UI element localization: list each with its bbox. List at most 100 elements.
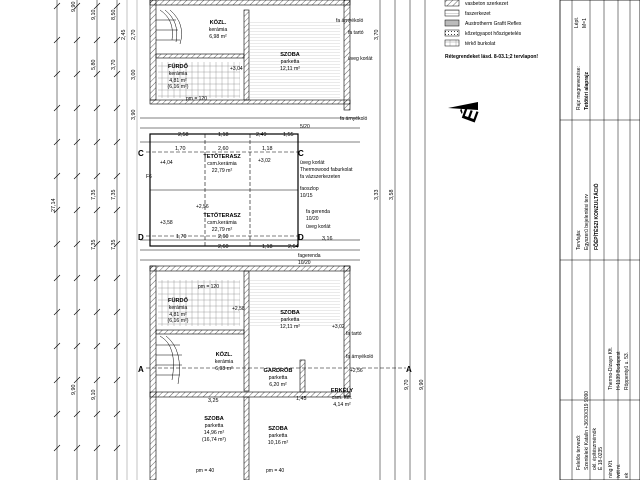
note-fagerenda-dim: 10/20	[298, 260, 311, 266]
dim-7-35-c: 7,35	[91, 240, 97, 251]
dimension-tick	[113, 70, 121, 78]
furdo1-name: FÜRDŐ	[168, 63, 189, 70]
dim-1-18-b: 1,18	[262, 146, 273, 152]
section-c-right: C	[298, 149, 304, 158]
szoba4-name: SZOBA	[268, 426, 288, 432]
szoba2-name: SZOBA	[280, 310, 300, 316]
dimension-tick	[73, 172, 81, 180]
dimension-tick	[93, 376, 101, 384]
dimension-tick	[73, 410, 81, 418]
dimension-tick	[93, 240, 101, 248]
construction-notes: fa árnyékoló fa tartó üveg korlát fa árn…	[146, 18, 373, 474]
dim-1-70-b: 1,70	[176, 234, 187, 240]
dim-9-10: 9,10	[91, 10, 97, 21]
szoba1-mat: parketta	[281, 59, 300, 65]
dimension-tick	[93, 342, 101, 350]
erkely-area: 4,14 m²	[333, 402, 351, 408]
dimension-tick	[113, 274, 121, 282]
note-uveg-korlat-3: üveg korlát	[306, 224, 331, 230]
legend-item-0: vasbeton szerkezet	[465, 1, 509, 7]
dimension-tick	[113, 104, 121, 112]
dim-2-58: 2,58	[178, 132, 189, 138]
note-uveg-korlat-2: üveg korlát	[300, 160, 325, 166]
rdim-9-90: 9,90	[419, 380, 425, 391]
dimension-tick	[73, 138, 81, 146]
dim-7-35-a: 7,35	[91, 190, 97, 201]
dim-7-35-b: 7,35	[111, 190, 117, 201]
tb-lept-value: M=1	[582, 18, 588, 28]
tb-felelos-label: Felelős tervező:	[576, 435, 582, 470]
pm-120-a: pm = 120	[186, 96, 207, 102]
dim-9-90-bottom: 9,90	[71, 385, 77, 396]
szoba1-name: SZOBA	[280, 52, 300, 58]
note-fa-vazszerkezet: fa vázszerkezeten	[300, 174, 341, 180]
dimension-tick	[113, 342, 121, 350]
elev-3-04: +3,04	[230, 66, 243, 72]
gardrob-area: 6,20 m²	[269, 382, 287, 388]
dim-2-70: 2,70	[131, 30, 137, 41]
dimension-tick	[113, 172, 121, 180]
dimension-tick	[53, 104, 61, 112]
terasz1-name: TETŐTERASZ	[203, 153, 241, 160]
dimension-tick	[93, 206, 101, 214]
dim-2-64: 2,64	[288, 244, 299, 250]
room-label-szoba4: SZOBA parketta 10,16 m²	[268, 426, 289, 446]
room-label-szoba1: SZOBA parketta 12,11 m²	[280, 52, 300, 72]
note-5-20: 5/20	[300, 124, 310, 130]
room-label-kozl1: KÖZL. kerámia 6,98 m²	[209, 19, 228, 40]
szoba2-area: 12,11 m²	[280, 324, 300, 330]
legend-item-3: kőzetgyapot hőszigetelés	[465, 31, 522, 37]
note-uveg-korlat-1: üveg korlát	[348, 56, 373, 62]
dimension-tick	[73, 240, 81, 248]
dimension-tick	[53, 444, 61, 452]
note-fa-arnyekolo-3: fa árnyékoló	[346, 354, 373, 360]
right-dimension-chains: 3,70 3,33 3,58 9,70 9,90	[374, 0, 426, 480]
rdim-3-58: 3,58	[389, 190, 395, 201]
furdo2-area2: (6,16 m²)	[167, 318, 188, 324]
dimension-tick	[113, 376, 121, 384]
dimension-tick	[93, 70, 101, 78]
pm-40-a: pm = 40	[196, 468, 214, 474]
erkely-name: ERKÉLY	[331, 386, 353, 394]
dimension-tick	[53, 308, 61, 316]
note-fagerenda: fagerenda	[298, 253, 321, 259]
terasz2-area: 22,79 m²	[212, 227, 233, 233]
furdo1-area2: (6,16 m²)	[167, 84, 188, 90]
dim-2-49: 2,49	[256, 132, 267, 138]
dim-5-80: 5,80	[91, 60, 97, 71]
section-d-right: D	[298, 233, 304, 242]
rdim-9-70: 9,70	[404, 380, 410, 391]
dimension-tick	[73, 36, 81, 44]
kozl1-area: 6,98 m²	[209, 34, 227, 40]
furdo1-area: 4,81 m²	[169, 78, 187, 84]
room-label-szoba2: SZOBA parketta 12,11 m²	[280, 310, 300, 330]
north-arrow: É	[448, 102, 484, 126]
dim-3-16: 3,16	[322, 236, 333, 242]
dimension-tick	[73, 342, 81, 350]
room-label-kozl2: KÖZL. kerámia 6,98 m²	[215, 351, 234, 372]
tb-address-2: Röppentyű u. 53.	[624, 352, 630, 390]
dim-8-50: 8,50	[111, 10, 117, 21]
section-markers: C C D D A A	[138, 149, 412, 374]
dim-9-10-bottom: 9,10	[91, 390, 97, 401]
left-dimension-chains: 27,14 9,90 9,10 8,50 5,80 3,70 3,00 2,45…	[51, 0, 138, 480]
szoba4-area: 10,16 m²	[268, 440, 289, 446]
note-fa-gerenda-dim: 10/20	[306, 216, 319, 222]
dimension-tick	[113, 444, 121, 452]
tb-felelos-title: okl. építészmérnök	[592, 428, 598, 470]
szoba3-name: SZOBA	[204, 416, 224, 422]
section-a-left: A	[138, 365, 144, 374]
note-faoszlop: faoszlop	[300, 186, 319, 192]
dim-3-70: 3,70	[111, 60, 117, 71]
furdo1-mat: kerámia	[169, 71, 188, 77]
szoba4-mat: parketta	[269, 433, 288, 439]
szoba2-floor	[250, 278, 340, 326]
dimension-tick	[93, 2, 101, 10]
room-label-erkely: ERKÉLY csm. kér. 4,14 m²	[331, 386, 353, 408]
szoba2-mat: parketta	[281, 317, 300, 323]
dimension-tick	[73, 2, 81, 10]
tb-felelos-id: É 18-0235	[597, 447, 604, 470]
room-label-gardrob: GARDRÓB parketta 6,20 m²	[264, 366, 293, 388]
dimension-tick	[53, 376, 61, 384]
tb-partial-3: ek	[624, 472, 630, 478]
